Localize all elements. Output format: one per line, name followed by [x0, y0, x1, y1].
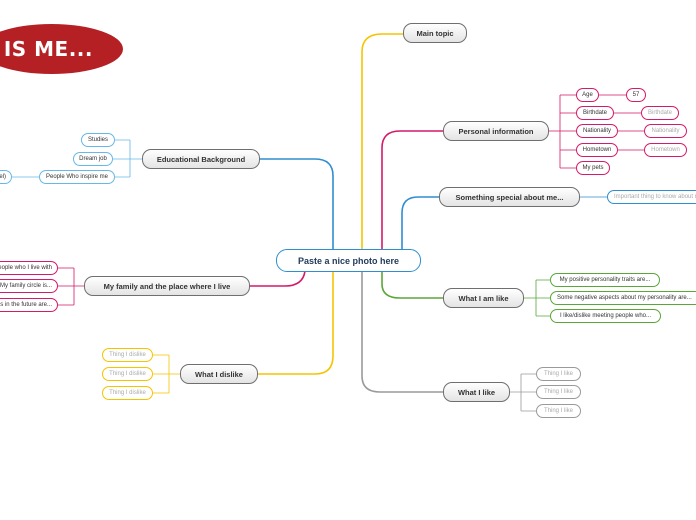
age-value-node[interactable]: 57 [626, 88, 646, 102]
connector-something-special [401, 196, 439, 249]
connector-wial-bracket [524, 279, 550, 317]
hometown-node[interactable]: Hometown [576, 143, 618, 157]
connector-personal-information [381, 130, 444, 249]
important-thing-node[interactable]: Important thing to know about me [607, 190, 696, 204]
nationality-node[interactable]: Nationality [576, 124, 618, 138]
thing-i-dislike-node-2[interactable]: Thing I dislike [102, 367, 153, 381]
hometown-value-node[interactable]: Hometown [644, 143, 687, 157]
my-family-node[interactable]: My family and the place where I live [84, 276, 250, 296]
people-i-live-with-node[interactable]: The people who I live with [0, 261, 58, 275]
people-who-inspire-node[interactable]: People Who inspire me [39, 170, 115, 184]
connector-my-family [250, 270, 306, 287]
title-banner: IS IS ME... [0, 24, 123, 74]
connector-mf-bracket [58, 267, 84, 306]
central-topic[interactable]: Paste a nice photo here [276, 249, 421, 272]
thing-i-like-node-2[interactable]: Thing I like [536, 385, 581, 399]
meeting-people-node[interactable]: I like/dislike meeting people who... [550, 309, 661, 323]
what-i-dislike-node[interactable]: What I dislike [180, 364, 258, 384]
age-node[interactable]: Age [576, 88, 599, 102]
what-i-am-like-node[interactable]: What I am like [443, 288, 524, 308]
main-topic-node[interactable]: Main topic [403, 23, 467, 43]
thing-i-like-node-3[interactable]: Thing I like [536, 404, 581, 418]
role-model-node[interactable]: (Role model) [0, 170, 12, 184]
connector-main-topic [361, 33, 403, 249]
dream-job-node[interactable]: Dream job [73, 152, 113, 166]
connector-what-i-am-like [381, 271, 444, 299]
my-pets-node[interactable]: My pets [576, 161, 610, 175]
family-circle-node[interactable]: My family circle is... [0, 279, 58, 293]
positive-traits-node[interactable]: My positive personality traits are... [550, 273, 660, 287]
thing-i-dislike-node-1[interactable]: Thing I dislike [102, 348, 153, 362]
nationality-value-node[interactable]: Nationality [644, 124, 687, 138]
connector-what-i-like [361, 271, 444, 393]
birthdate-node[interactable]: Birthdate [576, 106, 614, 120]
connector-wil-bracket [510, 373, 536, 412]
educational-background-node[interactable]: Educational Background [142, 149, 260, 169]
connector-wid-bracket [153, 354, 180, 394]
thing-i-like-node-1[interactable]: Thing I like [536, 367, 581, 381]
something-special-node[interactable]: Something special about me... [439, 187, 580, 207]
studies-node[interactable]: Studies [81, 133, 115, 147]
connector-pi-bracket [549, 94, 576, 169]
connector-educational-background [260, 158, 334, 249]
negative-aspects-node[interactable]: Some negative aspects about my personali… [550, 291, 696, 305]
connector-pi-values [599, 94, 644, 151]
thing-i-dislike-node-3[interactable]: Thing I dislike [102, 386, 153, 400]
birthdate-value-node[interactable]: Birthdate [641, 106, 679, 120]
what-i-like-node[interactable]: What I like [443, 382, 510, 402]
personal-information-node[interactable]: Personal information [443, 121, 549, 141]
connector-what-i-dislike [258, 271, 334, 375]
future-plans-node[interactable]: My plans in the future are... [0, 298, 58, 312]
connector-eb-bracket [113, 139, 142, 178]
